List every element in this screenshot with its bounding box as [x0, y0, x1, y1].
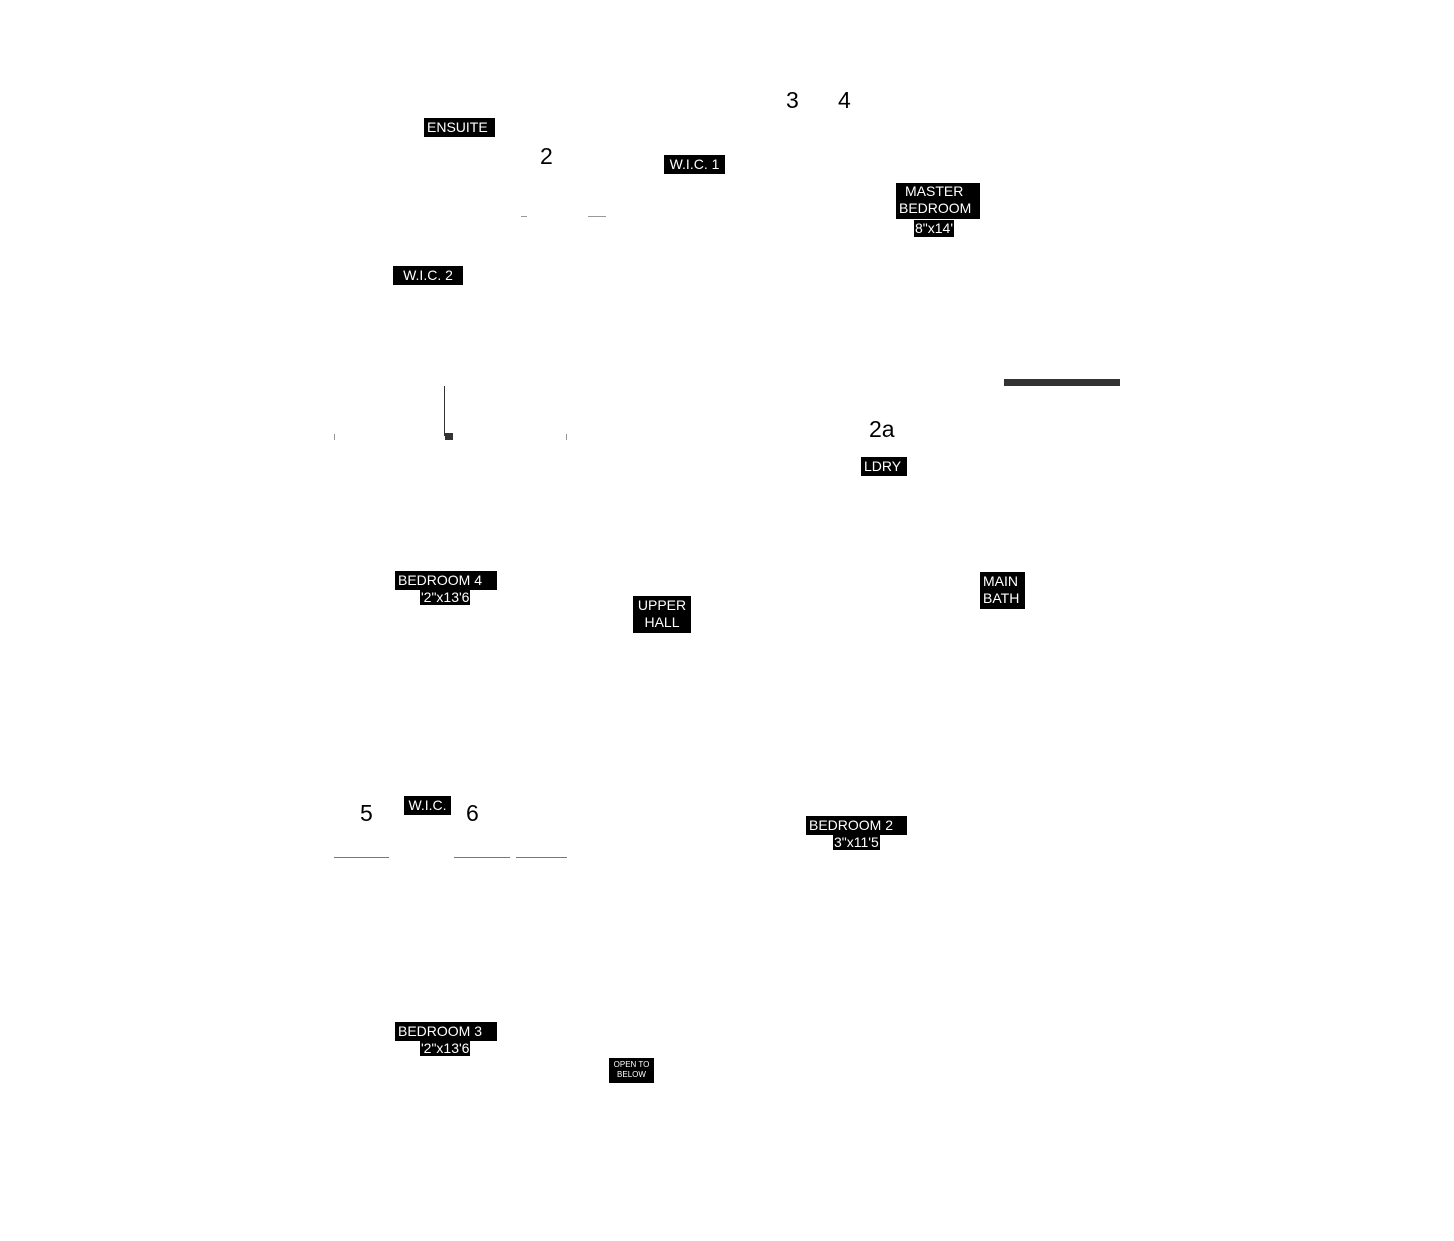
wall-segment — [444, 386, 445, 436]
room-number: 2 — [540, 143, 553, 169]
room-label-laundry: LDRY — [861, 457, 907, 476]
room-label-bedroom-2: BEDROOM 2 — [806, 816, 907, 835]
room-label-wic-2: W.I.C. 2 — [393, 266, 463, 285]
wall-segment — [1004, 379, 1120, 386]
wall-segment — [445, 433, 453, 440]
wall-segment — [588, 216, 606, 217]
wall-segment — [454, 857, 510, 858]
room-label-bedroom-3: BEDROOM 3 — [395, 1022, 497, 1041]
room-label-bedroom-4: BEDROOM 4 — [395, 571, 497, 590]
wall-segment — [566, 434, 567, 440]
wall-segment — [516, 857, 567, 858]
room-number: 4 — [838, 87, 851, 113]
room-dimensions: 3"x11'5 — [833, 834, 880, 850]
room-dimensions: 8"x14' — [914, 220, 955, 237]
room-dimensions: '2"x13'6 — [420, 589, 471, 605]
room-number: 3 — [786, 87, 799, 113]
room-label-master-bedroom: MASTER BEDROOM — [896, 183, 980, 219]
room-label-open-to-below: OPEN TO BELOW — [609, 1058, 654, 1083]
wall-segment — [334, 434, 335, 440]
wall-segment — [334, 857, 389, 858]
room-label-wic-1: W.I.C. 1 — [664, 155, 725, 174]
room-number: 2a — [869, 416, 895, 442]
room-label-ensuite: ENSUITE — [424, 118, 495, 137]
room-label-upper-hall: UPPER HALL — [633, 596, 691, 633]
room-number: 5 — [360, 800, 373, 826]
room-label-main-bath: MAIN BATH — [980, 572, 1025, 609]
room-number: 6 — [466, 800, 479, 826]
room-dimensions: '2"x13'6 — [420, 1040, 471, 1056]
wall-segment — [521, 216, 527, 217]
room-label-wic: W.I.C. — [404, 796, 451, 815]
